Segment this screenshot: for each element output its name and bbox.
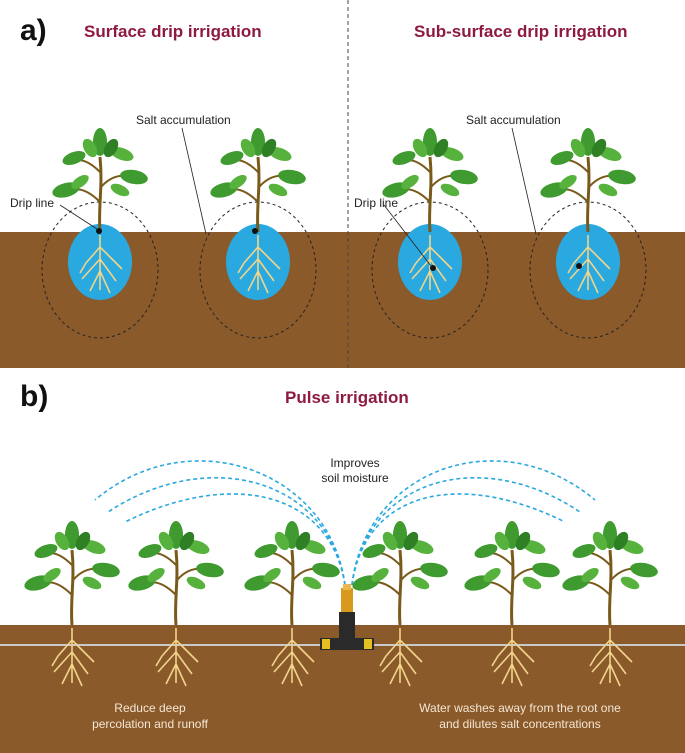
spray-label-line2: soil moisture [321,471,389,485]
panel-b-letter: b) [20,380,49,413]
caption-right-line1: Water washes away from the root one [419,701,621,715]
pointer-line [511,127,537,235]
plant [207,126,309,234]
plant [461,519,563,627]
caption-left-line2: percolation and runoff [92,717,208,731]
salt-accumulation-label-right: Salt accumulation [466,113,561,127]
subsurface-drip-title: Sub-surface drip irrigation [414,22,628,41]
salt-accumulation-label-left: Salt accumulation [136,113,231,127]
plant [21,519,123,627]
plant [49,126,151,234]
pointer-line [383,204,432,267]
drip-line-label-right: Drip line [354,196,399,210]
surface-drip-title: Surface drip irrigation [84,22,262,41]
plant [559,519,661,627]
water-spray [94,460,596,586]
caption-left-line1: Reduce deep [114,701,186,715]
drip-line-label-left: Drip line [10,196,55,210]
drip-emitter [430,265,436,271]
pointer-line [181,127,207,235]
drip-emitter [252,228,258,234]
plant [125,519,227,627]
caption-right-line2: and dilutes salt concentrations [439,717,601,731]
plant [379,126,481,234]
plant [537,126,639,234]
drip-emitter [96,228,102,234]
drip-emitter [576,263,582,269]
pointer-line [59,204,98,230]
sprinkler [320,584,374,650]
spray-label-line1: Improves [330,456,380,470]
panel-a-letter: a) [20,14,47,47]
pulse-irrigation-title: Pulse irrigation [285,388,409,407]
